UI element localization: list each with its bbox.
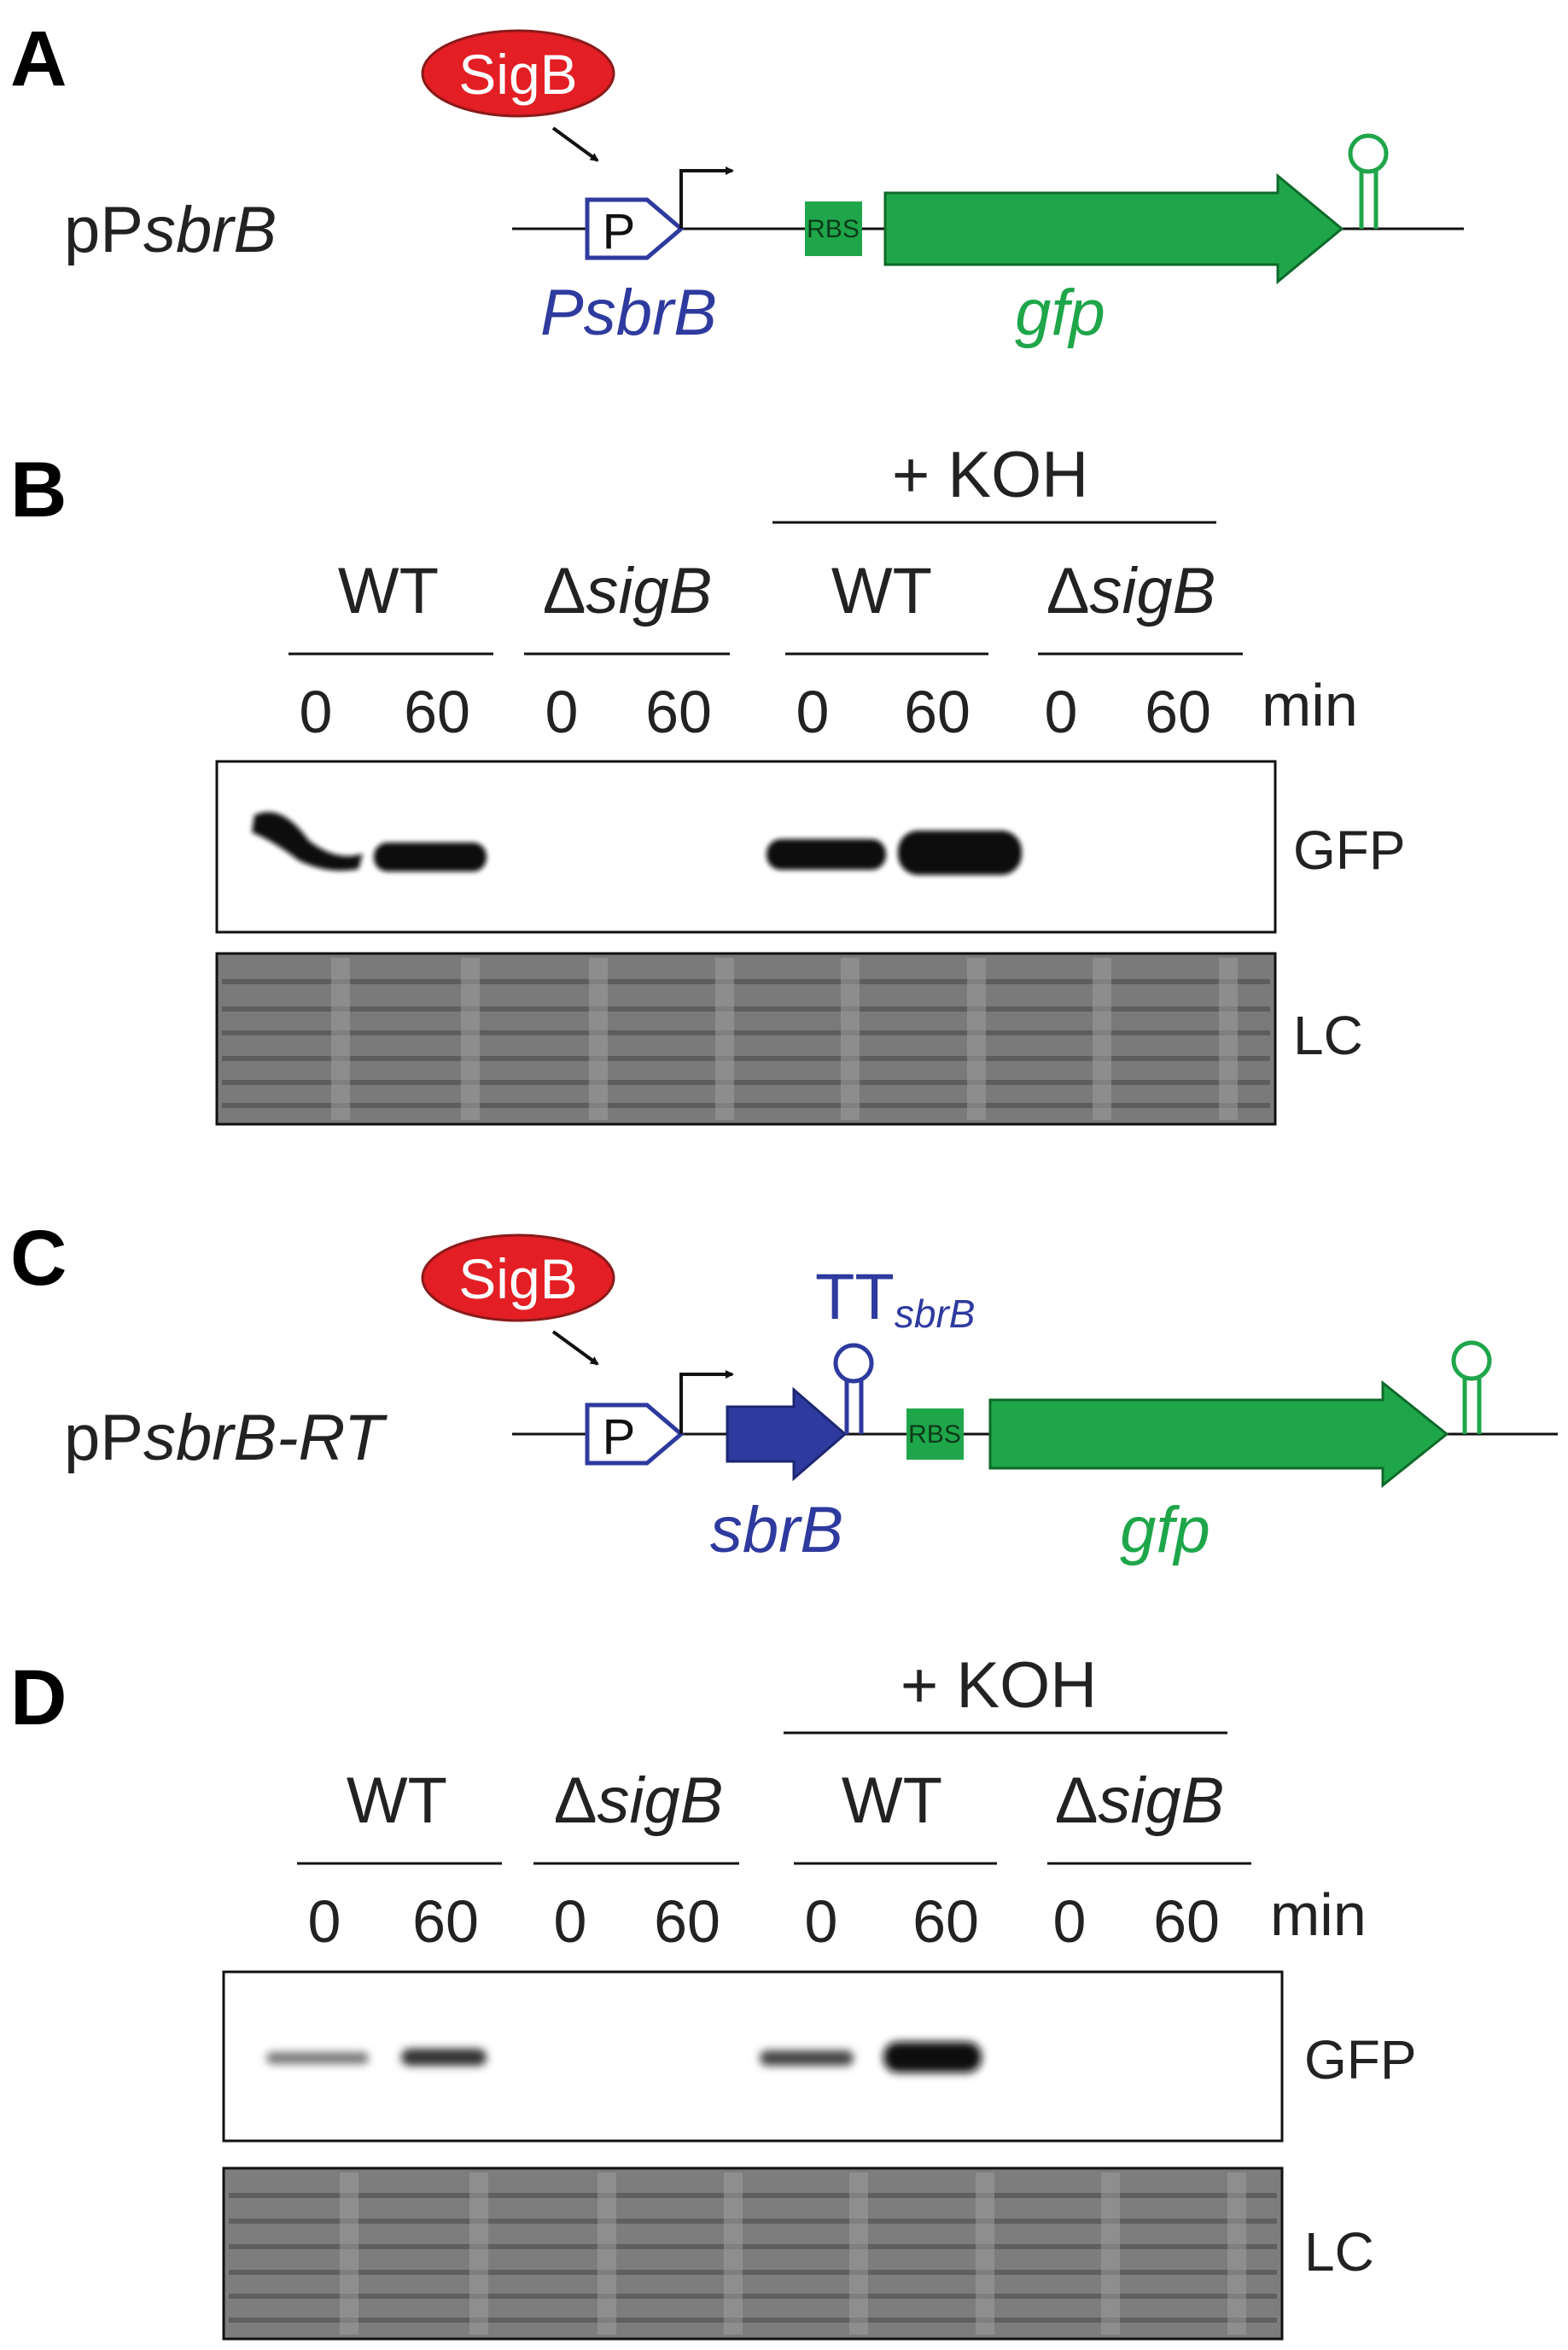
panel-b-time-4: 60 xyxy=(645,679,712,745)
terminator-sbrb-symbol xyxy=(833,1343,874,1434)
panel-b-band-wt-0 xyxy=(252,812,363,872)
panel-b-time-1: 0 xyxy=(300,679,333,745)
panel-d-letter: D xyxy=(10,1654,67,1741)
panel-d-lc-gel xyxy=(222,2166,1284,2341)
gfp-gene-label: gfp xyxy=(1015,277,1105,349)
panel-d-time-6: 60 xyxy=(912,1888,979,1955)
terminator-sbrb-label: TTsbrB xyxy=(815,1261,975,1336)
terminator-symbol xyxy=(1348,133,1389,229)
panel-a-construct-label: pPsbrB xyxy=(64,194,277,266)
sbrb-gene-arrow xyxy=(726,1386,848,1482)
panel-b-band-wt-60 xyxy=(374,843,487,872)
panel-d-time-7: 0 xyxy=(1053,1888,1087,1955)
panel-b-lc-label: LC xyxy=(1293,1005,1363,1066)
panel-d: D + KOH WT ΔsigB WT ΔsigB 0 60 0 60 0 60… xyxy=(10,1649,1417,2341)
panel-d-group-sigb-koh: ΔsigB xyxy=(1055,1764,1225,1837)
rbs-box xyxy=(906,1408,964,1460)
panel-c-construct-label: pPsbrB-RT xyxy=(64,1402,388,1474)
rbs-label: RBS xyxy=(807,215,860,243)
sigb-label: SigB xyxy=(458,1247,577,1310)
panel-d-lc-label: LC xyxy=(1304,2221,1374,2283)
panel-b-letter: B xyxy=(10,446,67,534)
panel-d-group-wt-koh: WT xyxy=(842,1764,942,1837)
gfp-gene-label: gfp xyxy=(1120,1494,1210,1566)
panel-d-group-sigb: ΔsigB xyxy=(554,1764,724,1837)
panel-b-time-3: 0 xyxy=(545,679,579,745)
panel-d-time-unit: min xyxy=(1270,1881,1367,1948)
panel-b-time-5: 0 xyxy=(796,679,830,745)
panel-d-group-wt: WT xyxy=(347,1764,447,1837)
panel-b-treatment-label: + KOH xyxy=(892,439,1088,511)
panel-b-time-unit: min xyxy=(1262,672,1358,738)
panel-b-gfp-label: GFP xyxy=(1293,819,1406,881)
sigb-binding-arrow xyxy=(551,1330,599,1366)
promoter-symbol xyxy=(585,1402,685,1466)
panel-d-treatment-label: + KOH xyxy=(901,1649,1097,1722)
transcription-start-arrow xyxy=(679,1370,734,1434)
panel-a-letter: A xyxy=(10,15,67,102)
panel-d-gfp-blot xyxy=(222,1970,1284,2143)
panel-b-gfp-blot xyxy=(215,760,1277,934)
panel-a: A pPsbrB SigB P PsbrB RBS gfp xyxy=(10,15,1464,349)
transcription-start-arrow xyxy=(679,166,734,229)
panel-b-group-sigb: ΔsigB xyxy=(543,555,713,627)
panel-d-time-4: 60 xyxy=(654,1888,720,1955)
sigb-binding-arrow xyxy=(551,126,599,162)
sigb-label: SigB xyxy=(458,43,577,106)
promoter-letter: P xyxy=(603,1409,636,1465)
panel-d-gfp-bands xyxy=(266,2042,982,2073)
panel-b-time-2: 60 xyxy=(404,679,470,745)
panel-b: B + KOH WT ΔsigB WT ΔsigB 0 60 0 60 0 60… xyxy=(10,439,1406,1126)
panel-d-time-8: 60 xyxy=(1153,1888,1220,1955)
panel-c-letter: C xyxy=(10,1215,67,1302)
panel-d-gfp-label: GFP xyxy=(1304,2029,1417,2091)
panel-b-group-wt-koh: WT xyxy=(831,555,932,627)
promoter-letter: P xyxy=(603,204,636,259)
promoter-symbol xyxy=(585,197,685,260)
panel-b-lc-gel xyxy=(215,952,1277,1126)
panel-d-time-1: 0 xyxy=(308,1888,341,1955)
terminator-symbol xyxy=(1451,1340,1492,1434)
gfp-gene-arrow xyxy=(988,1379,1449,1489)
panel-b-band-wtkoh-60 xyxy=(898,831,1022,875)
gfp-gene-arrow xyxy=(883,172,1344,285)
promoter-name: PsbrB xyxy=(540,277,717,349)
panel-b-gfp-bands xyxy=(252,812,1022,875)
panel-c: C pPsbrB-RT SigB P sbrB TTsbrB RBS gfp xyxy=(10,1215,1558,1566)
rbs-label: RBS xyxy=(908,1420,961,1449)
panel-b-group-sigb-koh: ΔsigB xyxy=(1046,555,1216,627)
panel-b-band-wtkoh-0 xyxy=(767,839,886,870)
panel-d-time-5: 0 xyxy=(805,1888,838,1955)
panel-d-time-2: 60 xyxy=(412,1888,479,1955)
panel-b-time-8: 60 xyxy=(1145,679,1211,745)
panel-d-band-wt-0 xyxy=(266,2052,369,2064)
sigb-ellipse xyxy=(421,1233,615,1322)
panel-d-time-3: 0 xyxy=(554,1888,587,1955)
sigb-ellipse xyxy=(421,29,615,118)
sbrb-gene-label: sbrB xyxy=(710,1494,843,1566)
panel-d-band-wt-60 xyxy=(401,2049,487,2066)
panel-d-band-wtkoh-0 xyxy=(760,2050,854,2066)
panel-b-time-7: 0 xyxy=(1045,679,1078,745)
panel-b-group-wt: WT xyxy=(338,555,439,627)
panel-d-band-wtkoh-60 xyxy=(883,2042,982,2073)
rbs-box xyxy=(805,201,862,256)
panel-b-time-6: 60 xyxy=(904,679,971,745)
